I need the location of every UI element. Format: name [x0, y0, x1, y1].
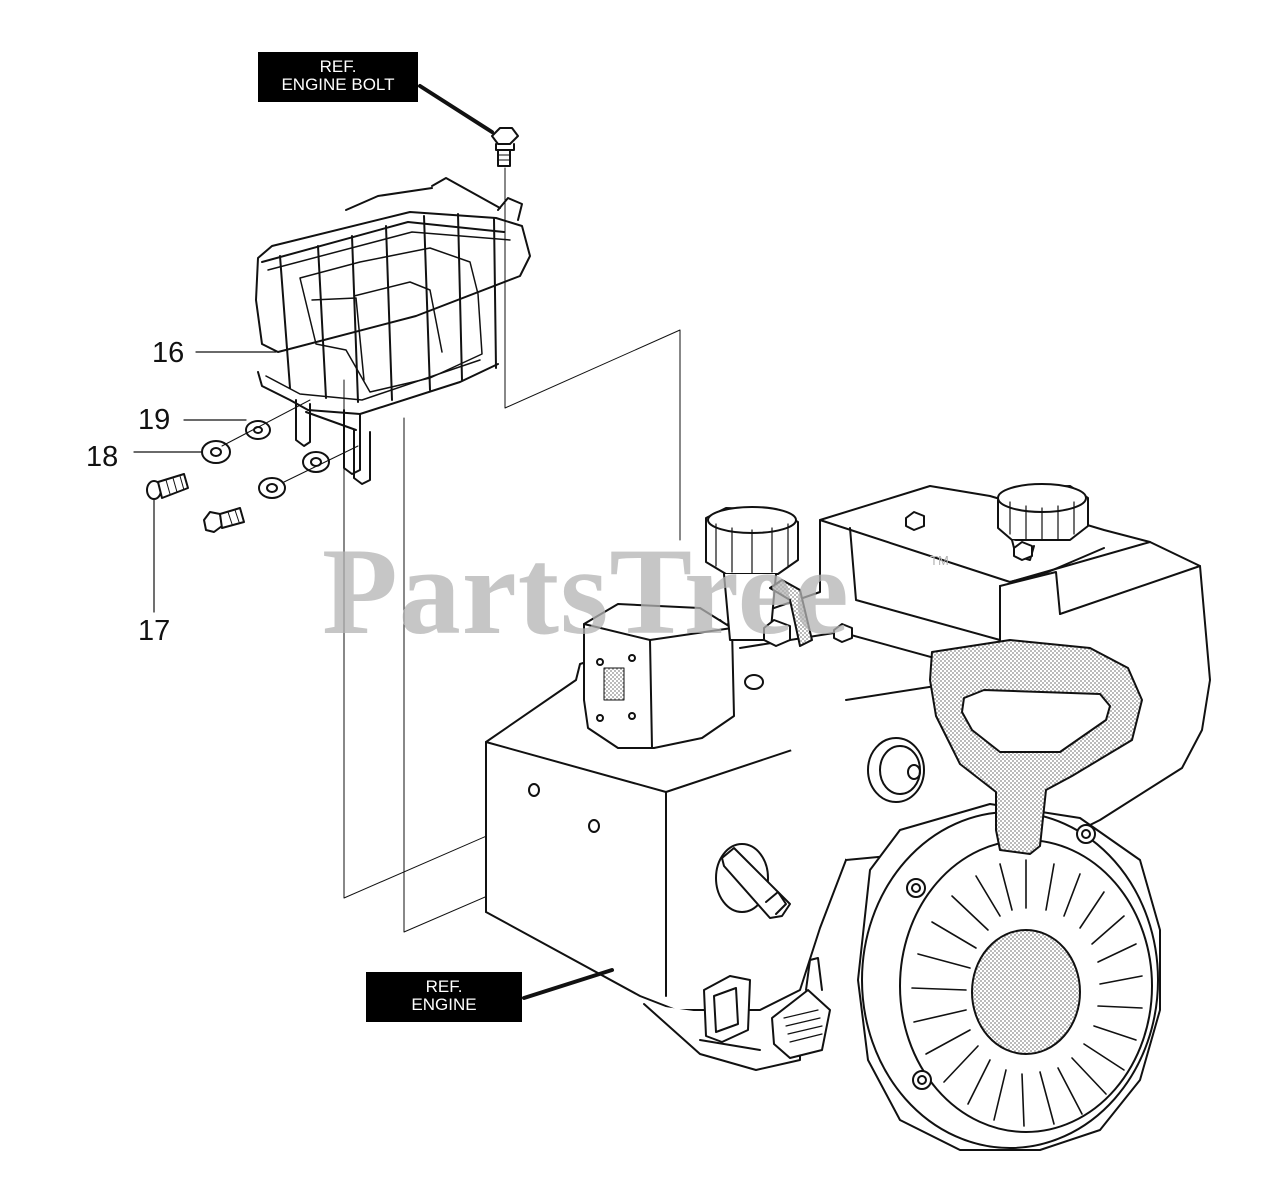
mount-hole-upper — [528, 783, 540, 797]
bolt-17 — [146, 473, 189, 500]
washer-right-lower — [258, 477, 286, 499]
throttle-control — [771, 957, 831, 1059]
starter-bolt-bottom — [912, 1070, 932, 1090]
bolt-lower — [203, 507, 245, 533]
ref-engine-line1: REF. — [425, 977, 463, 996]
engine-bolt — [491, 127, 519, 167]
mount-hole-lower — [588, 819, 600, 833]
muffler — [583, 603, 735, 749]
starter-handle — [929, 639, 1143, 855]
basket-alignment-line-left — [343, 379, 529, 899]
starter-bolt-left — [906, 878, 926, 898]
engine-label-leader — [522, 968, 614, 1000]
ref-engine-line2: ENGINE — [411, 995, 477, 1014]
wire-guard-basket — [255, 177, 531, 485]
muffler-bolt — [744, 674, 764, 690]
engine — [485, 483, 1211, 1151]
ref-engine-bolt-label: REF. ENGINE BOLT — [258, 52, 418, 102]
top-bolt-mid — [833, 623, 853, 643]
partstree-watermark: PartsTree — [322, 523, 850, 660]
choke-knob — [867, 737, 925, 803]
washer-19 — [245, 420, 271, 440]
ref-engine-bolt-line1: REF. — [319, 57, 357, 76]
callout-part-18: 18 — [86, 441, 119, 473]
spark-plug — [763, 579, 813, 647]
stop-switch — [703, 975, 751, 1043]
top-bolt-fuel — [1013, 541, 1033, 561]
callout-part-19: 19 — [138, 404, 171, 436]
washer-right-upper — [302, 451, 330, 473]
ref-engine-label: REF. ENGINE — [366, 972, 522, 1022]
top-bolt-left — [905, 511, 925, 531]
starter-vents — [911, 859, 1143, 1127]
bolt-label-leader — [418, 84, 494, 134]
bolt-alignment-line — [504, 167, 681, 541]
fuel-shutoff-lever — [715, 843, 791, 919]
starter-bolt-right — [1076, 824, 1096, 844]
callout-part-16: 16 — [152, 337, 185, 369]
recoil-starter-housing — [857, 803, 1161, 1151]
callout-part-17: 17 — [138, 615, 171, 647]
ref-engine-bolt-line2: ENGINE BOLT — [281, 75, 395, 94]
starter-hub — [971, 929, 1081, 1055]
watermark-trademark: TM — [930, 553, 949, 568]
oil-fill-cap — [705, 506, 799, 641]
